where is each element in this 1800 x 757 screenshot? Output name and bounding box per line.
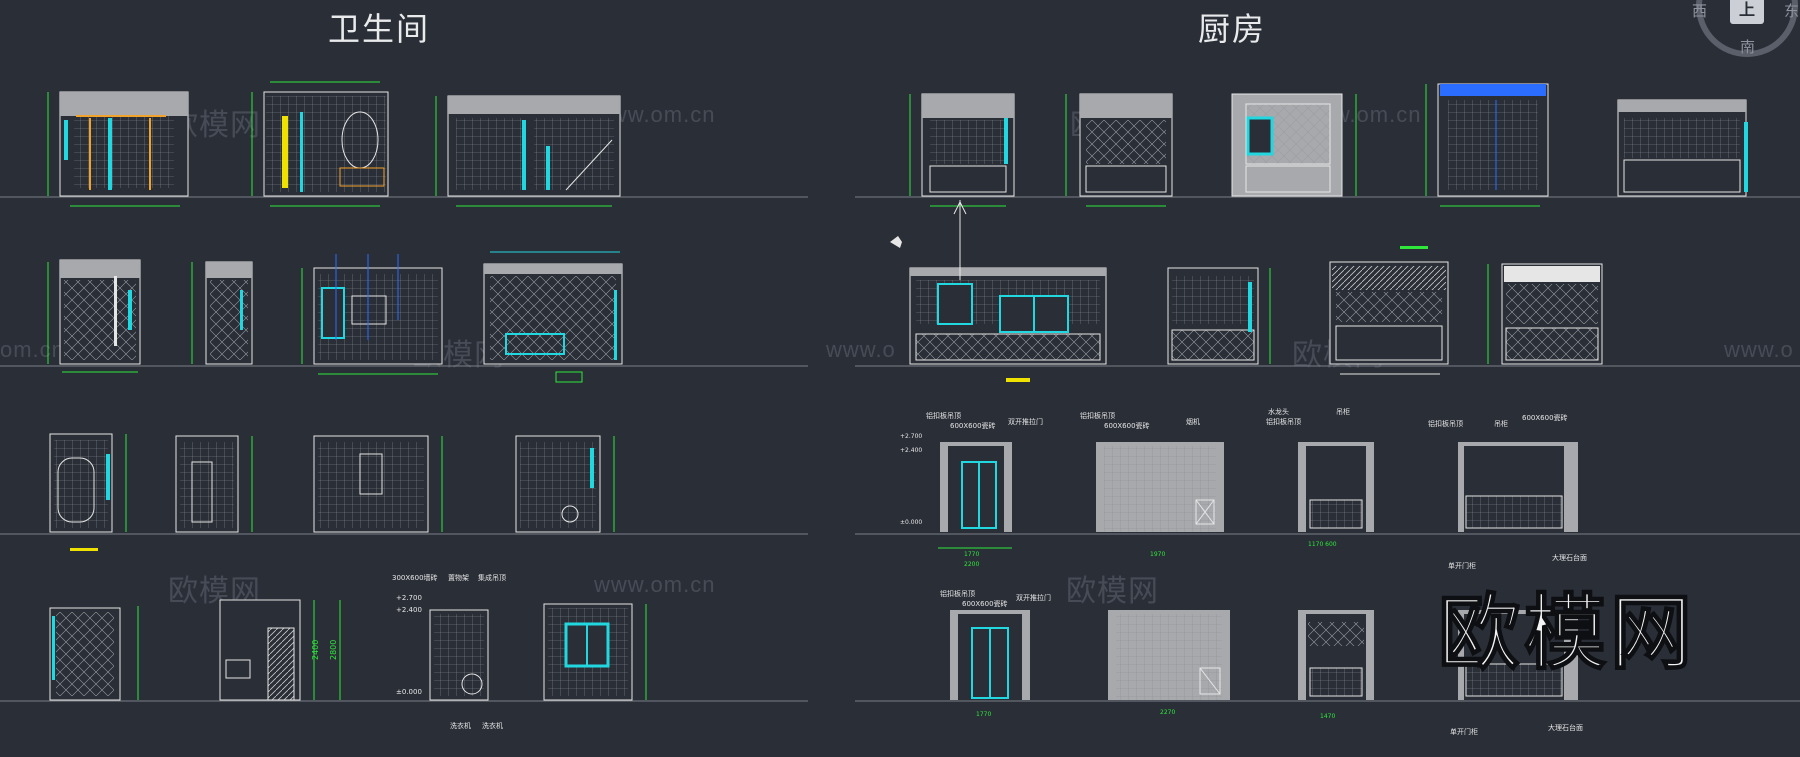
k44-counter: 大理石台面 (1548, 723, 1583, 732)
k33-ceiling: 铝扣板吊顶 (1266, 417, 1301, 426)
kitchen-elevation-3-2: 铝扣板吊顶 600X600瓷砖 烟机 1970 (1080, 411, 1224, 558)
lvl-2700-a: +2.700 (396, 594, 422, 602)
k34-cabinet: 吊柜 (1494, 419, 1508, 428)
bath-elevation-2-1 (47, 259, 141, 373)
k31-ceiling: 铝扣板吊顶 (926, 411, 961, 420)
watermark-site-bottom: www.om.cn (594, 572, 716, 597)
k32-tile: 600X600瓷砖 (1104, 421, 1150, 430)
dim-2800: 2800 (329, 640, 338, 660)
k33-w: 1170 600 (1308, 541, 1337, 548)
kitchen-section-title: 厨房 (1198, 10, 1267, 48)
hand-pointer-icon (890, 236, 902, 248)
bath-elevation-3-1 (49, 433, 127, 551)
k33-tap: 水龙头 (1268, 407, 1289, 416)
kitchen-elevation-3-1: 铝扣板吊顶 600X600瓷砖 双开推拉门 +2.700 +2.400 ±0.0… (900, 411, 1043, 568)
compass-ring (1696, 0, 1798, 57)
k34-door-cab: 单开门柜 (1448, 561, 1476, 570)
watermark-partial-left: om.cn (0, 337, 65, 362)
k41-tile: 600X600瓷砖 (962, 599, 1008, 608)
k34-counter: 大理石台面 (1552, 553, 1587, 562)
bath-elevation-4-2: 2400 2800 (219, 599, 341, 701)
bathroom-section-title: 卫生间 (328, 10, 431, 48)
kitchen-elevation-2-4 (1487, 263, 1603, 365)
k32-w: 1970 (1150, 551, 1165, 558)
bath-elevation-3-3 (313, 435, 443, 533)
k43-w: 1470 (1320, 713, 1335, 720)
kitchen-elevation-4-2: 2270 (1108, 610, 1230, 716)
dim-2400: 2400 (311, 640, 320, 660)
bath-elevation-3-2 (175, 435, 253, 533)
kitchen-elevation-1-5 (1617, 99, 1748, 197)
k32-hood: 烟机 (1186, 417, 1200, 426)
kitchen-elevation-2-1 (890, 200, 1107, 382)
watermark-partial-right: www.o (1724, 337, 1794, 362)
kitchen-elevation-1-4 (1425, 83, 1549, 207)
k31-w: 1770 (964, 551, 979, 558)
k31-lvl-2700: +2.700 (900, 433, 922, 440)
bath-elevation-4-3: 300X600墙砖 置物架 集成吊顶 洗衣机 洗衣机 +2.700 +2.400… (392, 573, 506, 730)
k41-w: 1770 (976, 711, 991, 718)
label-shelf: 置物架 (448, 573, 469, 582)
k31-lvl-2400: +2.400 (900, 447, 922, 454)
bath-elevation-1-3 (435, 95, 621, 207)
bath-elevation-1-2 (251, 81, 389, 207)
k34-tile: 600X600瓷砖 (1522, 413, 1568, 422)
compass-south: 南 (1740, 38, 1756, 56)
watermark-partial-mid: www.o (826, 337, 896, 362)
kitchen-elevation-1-2 (1065, 93, 1173, 207)
label-ceiling: 集成吊顶 (478, 573, 506, 582)
lvl-0-a: ±0.000 (396, 688, 422, 696)
view-cube-compass[interactable]: 西 东 南 上 (1688, 0, 1800, 58)
compass-east: 东 (1784, 2, 1800, 20)
k31-w2: 2200 (964, 561, 979, 568)
view-cube-top-face[interactable]: 上 (1730, 0, 1764, 24)
bath-elevation-4-1 (49, 606, 139, 701)
kitchen-elevation-1-3 (1231, 93, 1357, 197)
brand-logo: 欧模网 (1437, 585, 1696, 682)
bath-elevation-2-4 (483, 251, 623, 383)
row-guidelines (0, 196, 1800, 702)
label-washer: 洗衣机 (450, 721, 471, 730)
kitchen-elevation-3-3: 铝扣板吊顶 水龙头 吊柜 1170 600 (1266, 407, 1374, 548)
k41-door: 双开推拉门 (1016, 593, 1051, 602)
k42-w: 2270 (1160, 709, 1175, 716)
bath-elevation-2-3 (301, 254, 443, 375)
watermark-brand-6: 欧模网 (1066, 575, 1159, 608)
k41-ceiling: 铝扣板吊顶 (940, 589, 975, 598)
compass-west: 西 (1692, 2, 1708, 20)
kitchen-elevation-4-1: 铝扣板吊顶 600X600瓷砖 双开推拉门 1770 (940, 589, 1051, 718)
kitchen-elevation-4-4: 单开门柜 大理石台面 (1450, 610, 1583, 736)
kitchen-elevation-2-3 (1329, 246, 1449, 375)
k34-ceiling: 铝扣板吊顶 (1428, 419, 1463, 428)
bath-elevation-3-4 (515, 435, 615, 533)
k31-tile: 600X600瓷砖 (950, 421, 996, 430)
kitchen-elevation-4-3: 1470 (1298, 610, 1374, 720)
lvl-2400-a: +2.400 (396, 606, 422, 614)
bath-elevation-1-1 (47, 91, 189, 207)
k31-lvl-0: ±0.000 (900, 519, 922, 526)
label-washer-2: 洗衣机 (482, 721, 503, 730)
bath-elevation-4-4 (543, 603, 647, 701)
label-tile: 300X600墙砖 (392, 573, 438, 582)
k44-door-cab: 单开门柜 (1450, 727, 1478, 736)
k33-cabinet: 吊柜 (1336, 407, 1350, 416)
kitchen-elevation-3-4: 铝扣板吊顶 吊柜 600X600瓷砖 单开门柜 大理石台面 (1428, 413, 1587, 570)
kitchen-elevation-1-1 (909, 93, 1015, 207)
k31-door: 双开推拉门 (1008, 417, 1043, 426)
bath-elevation-2-2 (191, 261, 253, 365)
kitchen-elevation-2-2 (1167, 267, 1271, 365)
k32-ceiling: 铝扣板吊顶 (1080, 411, 1115, 420)
